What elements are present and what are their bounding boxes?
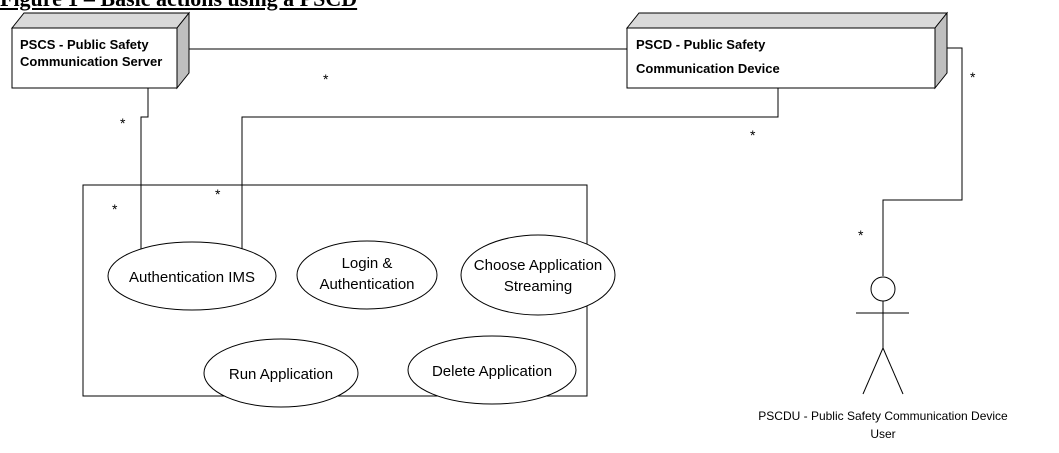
use-case-label-line1: Choose Application [474, 257, 602, 274]
actor-pscdu[interactable]: PSCDU - Public Safety Communication Devi… [758, 276, 1008, 441]
pscd-node-top [625, 12, 949, 29]
use-case-delete-application[interactable]: Delete Application [407, 335, 577, 405]
pscs-node-label-line1: PSCS - Public Safety [20, 37, 149, 52]
pscd-node-label-line2: Communication Device [636, 61, 780, 76]
multiplicity-pscd-actor-bottom: * [858, 227, 864, 243]
use-case-label: Delete Application [432, 363, 552, 380]
multiplicity-pscs-auth-top: * [120, 115, 126, 131]
multiplicity-pscd-auth-bottom: * [215, 186, 221, 202]
use-case-label: Run Application [229, 366, 333, 383]
actor-right-leg [882, 347, 904, 395]
actor-left-leg [862, 347, 884, 395]
use-case-ellipse [296, 240, 438, 310]
use-case-label-line2: Authentication [319, 276, 414, 293]
multiplicity-pscd-auth-top: * [750, 127, 756, 143]
pscs-node-label-line2: Communication Server [20, 54, 162, 69]
multiplicity-pscs-auth-bottom: * [112, 201, 118, 217]
pscd-node-front [626, 27, 936, 89]
use-case-login-authentication[interactable]: Login & Authentication [296, 240, 438, 310]
multiplicity-pscd-actor-top: * [970, 69, 976, 85]
pscd-auth-link [241, 88, 779, 263]
pscs-node-front [11, 27, 178, 89]
use-case-label-line1: Login & [342, 255, 393, 272]
pscd-node-label-line1: PSCD - Public Safety [636, 37, 766, 52]
pscs-auth-link [140, 88, 149, 263]
use-case-ellipse [203, 338, 359, 408]
use-case-authentication-ims[interactable]: Authentication IMS [107, 241, 277, 311]
pscd-node[interactable]: PSCD - Public Safety Communication Devic… [625, 11, 949, 90]
pscs-node[interactable]: PSCS - Public Safety Communication Serve… [10, 11, 191, 90]
actor-label-line2: User [870, 427, 895, 441]
use-case-ellipse [407, 335, 577, 405]
use-case-choose-application-streaming[interactable]: Choose Application Streaming [460, 234, 616, 316]
use-case-label: Authentication IMS [129, 269, 255, 286]
actor-label-line1: PSCDU - Public Safety Communication Devi… [758, 409, 1008, 423]
pscd-actor-link [882, 47, 963, 276]
multiplicity-pscs-pscd: * [323, 71, 329, 87]
use-case-ellipse [107, 241, 277, 311]
use-case-ellipse [460, 234, 616, 316]
use-case-run-application[interactable]: Run Application [203, 338, 359, 408]
actor-head [870, 276, 896, 302]
pscs-node-top [10, 12, 191, 29]
diagram-caption: Figure 1 – Basic actions using a PSCD [0, 0, 357, 12]
use-case-label-line2: Streaming [504, 278, 572, 295]
